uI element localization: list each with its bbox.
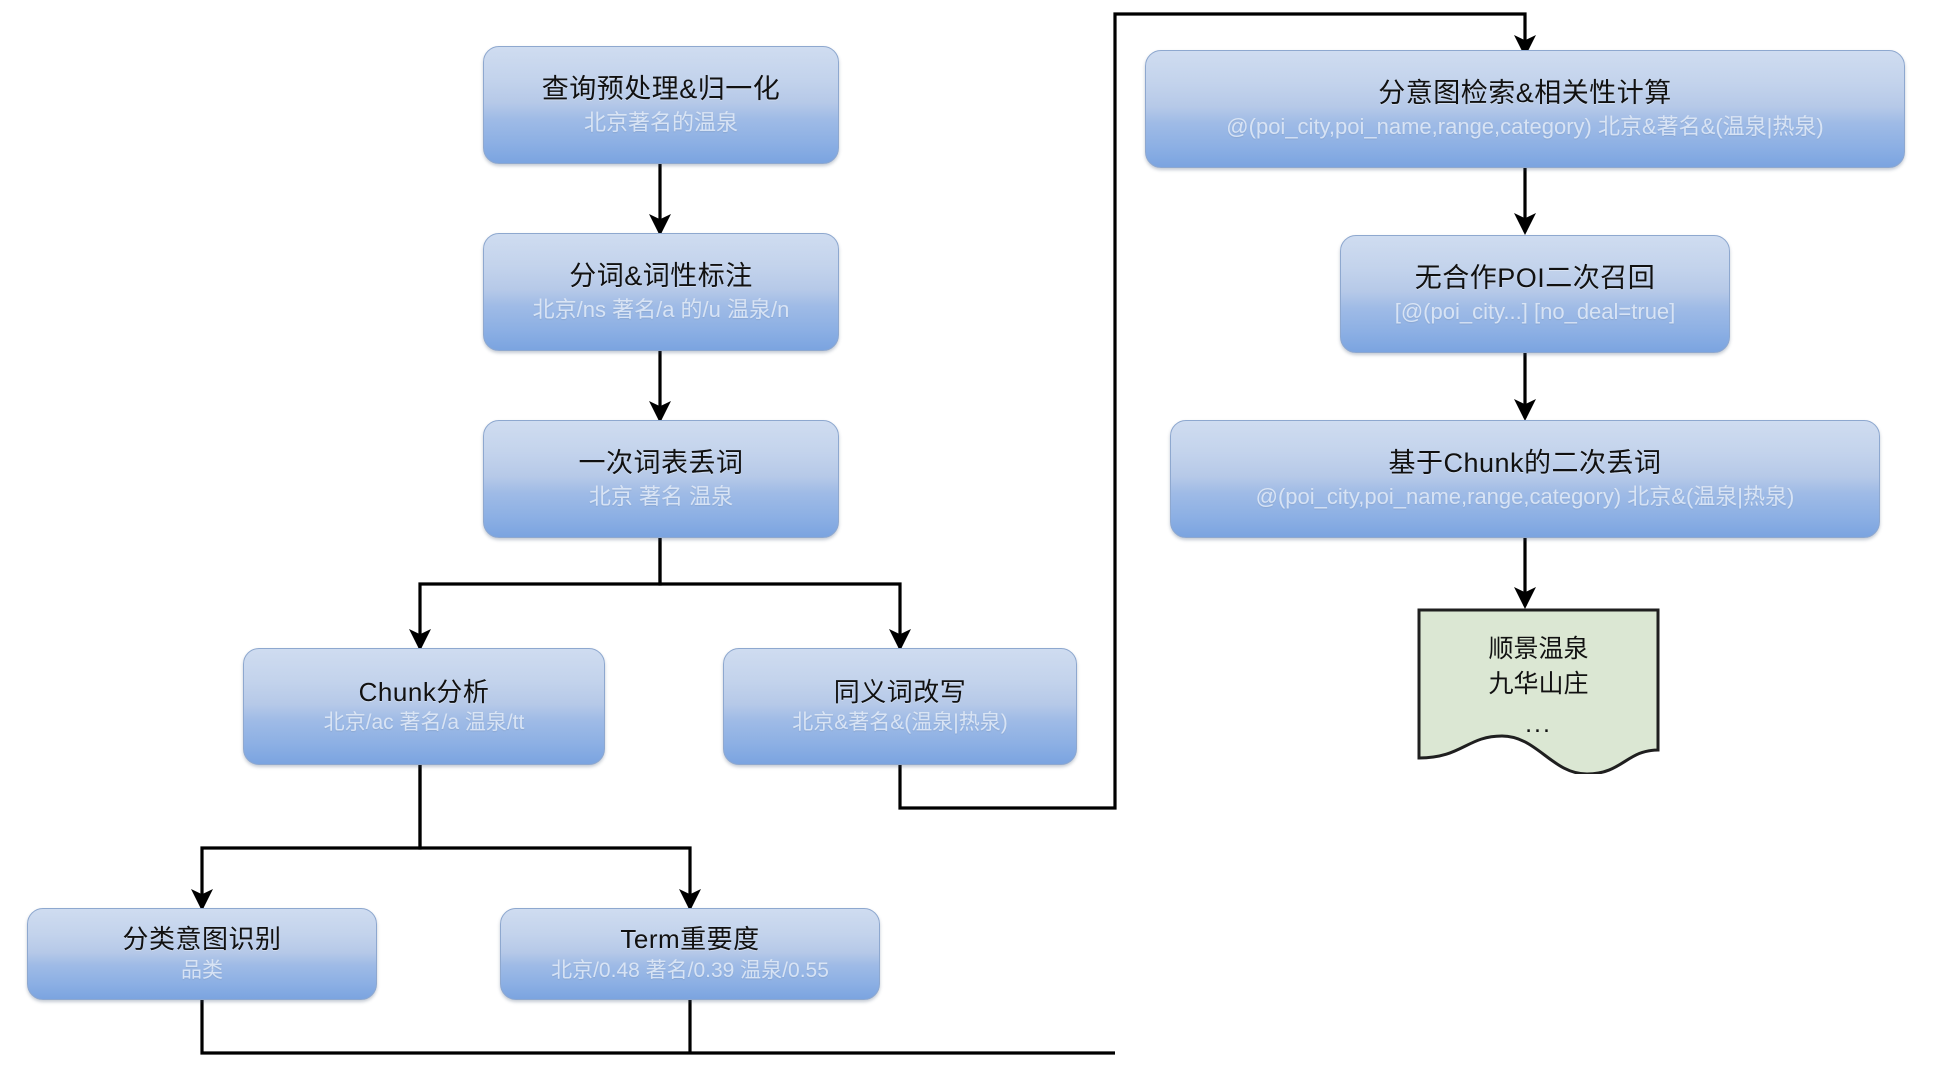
node-subtitle: @(poi_city,poi_name,range,category) 北京&著… xyxy=(1226,113,1824,139)
node-title: 同义词改写 xyxy=(833,676,967,707)
node-subtitle: 北京&著名&(温泉|热泉) xyxy=(792,711,1008,735)
node-subtitle: 北京/0.48 著名/0.39 温泉/0.55 xyxy=(551,958,829,982)
node-subtitle: 北京/ac 著名/a 温泉/tt xyxy=(323,711,525,735)
result-line-1: 顺景温泉 xyxy=(1488,635,1589,663)
result-text: 顺景温泉 九华山庄 ... xyxy=(1417,608,1660,742)
node-segmentation-pos[interactable]: 分词&词性标注 北京/ns 著名/a 的/u 温泉/n xyxy=(483,233,839,351)
node-subtitle: 北京著名的温泉 xyxy=(583,109,738,135)
node-result-doc[interactable]: 顺景温泉 九华山庄 ... xyxy=(1417,608,1660,774)
result-line-2: 九华山庄 xyxy=(1488,669,1589,698)
node-chunk-second-drop[interactable]: 基于Chunk的二次丢词 @(poi_city,poi_name,range,c… xyxy=(1170,420,1880,538)
node-subtitle: 北京/ns 著名/a 的/u 温泉/n xyxy=(532,296,790,322)
node-term-weight[interactable]: Term重要度 北京/0.48 著名/0.39 温泉/0.55 xyxy=(500,908,880,1000)
node-synonym-rewrite[interactable]: 同义词改写 北京&著名&(温泉|热泉) xyxy=(723,648,1077,765)
node-title: 分意图检索&相关性计算 xyxy=(1378,78,1672,108)
node-title: 一次词表丢词 xyxy=(578,448,744,478)
node-title: 分词&词性标注 xyxy=(569,261,753,291)
edge-termdrop-to-chunk xyxy=(409,538,662,651)
node-title: 查询预处理&归一化 xyxy=(541,74,781,104)
node-chunk-analysis[interactable]: Chunk分析 北京/ac 著名/a 温泉/tt xyxy=(243,648,605,765)
node-first-pass-term-drop[interactable]: 一次词表丢词 北京 著名 温泉 xyxy=(483,420,839,538)
edge-category-to-trunk xyxy=(200,1000,1115,1055)
node-intent-retrieval[interactable]: 分意图检索&相关性计算 @(poi_city,poi_name,range,ca… xyxy=(1145,50,1905,168)
document-shape xyxy=(1417,608,1660,774)
node-title: 无合作POI二次召回 xyxy=(1414,263,1656,293)
node-title: Chunk分析 xyxy=(358,676,490,707)
edge-termdrop-to-synonym xyxy=(658,538,911,651)
node-subtitle: @(poi_city,poi_name,range,category) 北京&(… xyxy=(1255,483,1795,509)
edge-chunk-to-termweight xyxy=(418,765,701,911)
node-title: Term重要度 xyxy=(620,924,760,955)
node-subtitle: [@(poi_city...] [no_deal=true] xyxy=(1394,298,1676,324)
node-subtitle: 品类 xyxy=(181,958,223,982)
result-ellipsis: ... xyxy=(1525,710,1552,738)
node-query-preprocess[interactable]: 查询预处理&归一化 北京著名的温泉 xyxy=(483,46,839,164)
node-subtitle: 北京 著名 温泉 xyxy=(588,483,734,509)
node-title: 基于Chunk的二次丢词 xyxy=(1388,448,1662,478)
node-nondeal-poi-recall[interactable]: 无合作POI二次召回 [@(poi_city...] [no_deal=true… xyxy=(1340,235,1730,353)
edge-chunk-to-category xyxy=(191,765,422,911)
node-title: 分类意图识别 xyxy=(122,924,282,955)
node-category-intent[interactable]: 分类意图识别 品类 xyxy=(27,908,377,1000)
